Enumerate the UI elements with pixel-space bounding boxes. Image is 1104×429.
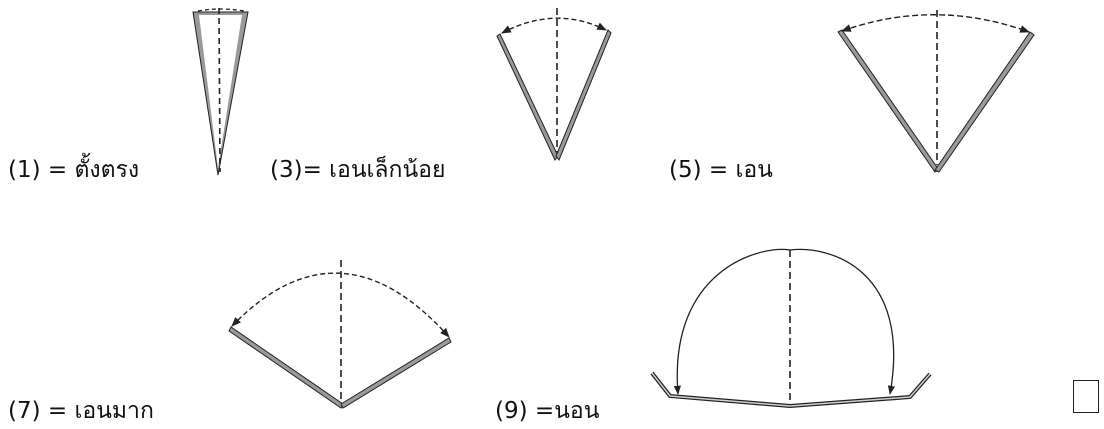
empty-square-checkbox-icon xyxy=(1073,380,1099,413)
label-upright: (1) = ตั้งตรง xyxy=(8,157,140,183)
figure-9-horizontal xyxy=(650,248,932,409)
label-inclined: (5) = เอน xyxy=(669,157,773,183)
figure-5-inclined xyxy=(837,10,1035,173)
label-very-inclined: (7) = เอนมาก xyxy=(8,398,154,424)
figure-3-slightly-inclined xyxy=(496,8,612,162)
label-slightly-inclined: (3)= เอนเล็กน้อย xyxy=(270,157,446,183)
figure-1-upright xyxy=(192,7,249,176)
figure-7-very-inclined xyxy=(228,260,452,409)
label-horizontal: (9) =นอน xyxy=(495,398,600,424)
